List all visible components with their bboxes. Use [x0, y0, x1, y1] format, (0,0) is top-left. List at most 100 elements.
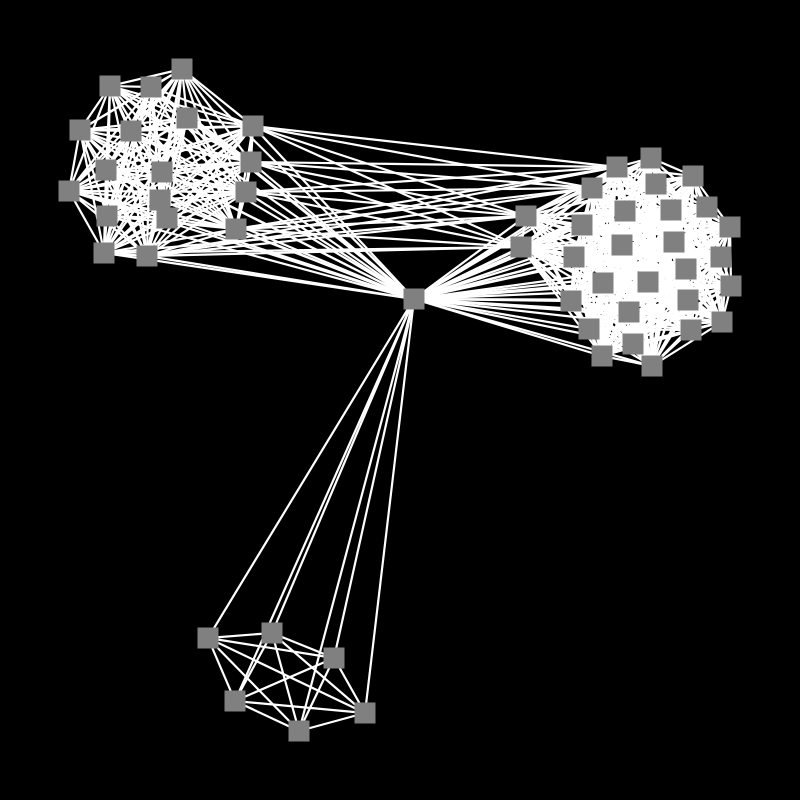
- cluster-b-edge: [569, 267, 688, 303]
- cluster-a-node: [58, 180, 80, 202]
- cluster-a-node: [120, 120, 142, 142]
- cluster-b-edge: [672, 240, 693, 332]
- hub-edge-cluster-a: [180, 67, 416, 301]
- cluster-a-edge: [158, 160, 253, 202]
- cluster-a-edge: [158, 124, 255, 202]
- cluster-c-node: [323, 647, 345, 669]
- cluster-b-node: [515, 205, 537, 227]
- cluster-b-node: [640, 147, 662, 169]
- bridge-edge: [145, 214, 528, 258]
- bridge-edge: [145, 165, 619, 258]
- cluster-b-node: [578, 318, 600, 340]
- cluster-a-node: [136, 245, 158, 267]
- cluster-b-node: [510, 236, 532, 258]
- cluster-b-node: [591, 345, 613, 367]
- cluster-b-edge: [600, 298, 690, 358]
- bridge-edge: [102, 214, 528, 255]
- cluster-a-node: [140, 76, 162, 98]
- bridge-edge: [249, 160, 528, 218]
- hub-edge-cluster-c: [363, 297, 416, 715]
- cluster-a-node: [95, 159, 117, 181]
- cluster-c-edge: [206, 636, 367, 715]
- hub-edge-cluster-b: [412, 255, 723, 301]
- bridge-edge: [234, 186, 594, 231]
- cluster-a-node: [171, 58, 193, 80]
- bridge-edge: [249, 160, 619, 169]
- cluster-c-edge: [233, 699, 301, 733]
- bridge-edge: [249, 160, 594, 190]
- cluster-a-edge: [105, 190, 248, 218]
- cluster-a-edge: [104, 160, 253, 172]
- cluster-b-node: [675, 258, 697, 280]
- cluster-a-node: [99, 75, 121, 97]
- cluster-b-node: [682, 165, 704, 187]
- hub-edge-cluster-a: [244, 190, 416, 301]
- cluster-a-node: [156, 207, 178, 229]
- cluster-a-node: [149, 189, 171, 211]
- cluster-a-edge: [108, 84, 255, 128]
- bridge-edge: [244, 165, 619, 194]
- cluster-c-edge: [270, 631, 367, 715]
- cluster-b-edge: [650, 298, 690, 368]
- cluster-a-node: [176, 107, 198, 129]
- cluster-c-edge: [270, 631, 301, 733]
- cluster-b-node: [719, 216, 741, 238]
- cluster-b-node: [622, 333, 644, 355]
- bridge-edge: [244, 186, 594, 194]
- cluster-b-edge: [524, 186, 594, 218]
- cluster-a-node: [225, 218, 247, 240]
- cluster-b-node: [710, 246, 732, 268]
- cluster-b-node: [680, 319, 702, 341]
- hub-edge-cluster-b: [412, 297, 690, 302]
- cluster-c-edge: [206, 636, 301, 733]
- graph-nodes: [58, 58, 742, 742]
- cluster-b-node: [618, 301, 640, 323]
- bridge-edge: [251, 124, 619, 169]
- cluster-b-edge: [654, 182, 732, 229]
- cluster-b-node: [611, 234, 633, 256]
- cluster-b-node: [641, 355, 663, 377]
- cluster-a-node: [242, 115, 264, 137]
- hub-edge-cluster-a: [145, 254, 416, 301]
- cluster-b-node: [571, 214, 593, 236]
- cluster-c-edge: [233, 699, 367, 715]
- hub-edge-cluster-b: [412, 205, 709, 301]
- cluster-c-node: [197, 627, 219, 649]
- cluster-a-node: [93, 242, 115, 264]
- cluster-b-node: [660, 199, 682, 221]
- hub-edge-cluster-c: [297, 297, 416, 733]
- hub-edge-cluster-b: [412, 208, 673, 301]
- cluster-b-node: [645, 173, 667, 195]
- cluster-b-edge: [650, 320, 724, 368]
- bridge-edge: [234, 165, 619, 231]
- cluster-b-node: [581, 177, 603, 199]
- cluster-b-node: [663, 231, 685, 253]
- cluster-c-edge: [297, 656, 336, 733]
- cluster-a-node: [240, 151, 262, 173]
- hub-edge-cluster-a: [165, 216, 416, 301]
- hub-edge-cluster-c: [332, 297, 416, 660]
- cluster-a-edge: [185, 116, 238, 231]
- cluster-c-edge: [206, 636, 336, 660]
- hub-edge-cluster-b: [412, 297, 693, 332]
- cluster-b-edge: [600, 320, 724, 358]
- cluster-a-edge: [129, 129, 162, 202]
- bridge-edge: [145, 186, 594, 258]
- cluster-a-edge: [104, 67, 184, 172]
- cluster-a-node: [96, 205, 118, 227]
- cluster-b-node: [696, 196, 718, 218]
- bridge-edge: [234, 227, 523, 249]
- hub-edge-cluster-a: [105, 214, 416, 301]
- cluster-b-node: [720, 275, 742, 297]
- cluster-b-node: [677, 289, 699, 311]
- cluster-a-node: [151, 161, 173, 183]
- cluster-a-edge: [165, 190, 248, 220]
- cluster-a-edge: [160, 124, 255, 174]
- cluster-c-node: [261, 622, 283, 644]
- cluster-b-node: [563, 246, 585, 268]
- cluster-a-node: [235, 181, 257, 203]
- hub-edge-cluster-a: [249, 160, 416, 301]
- cluster-a-edge: [180, 67, 253, 164]
- cluster-c-node: [288, 720, 310, 742]
